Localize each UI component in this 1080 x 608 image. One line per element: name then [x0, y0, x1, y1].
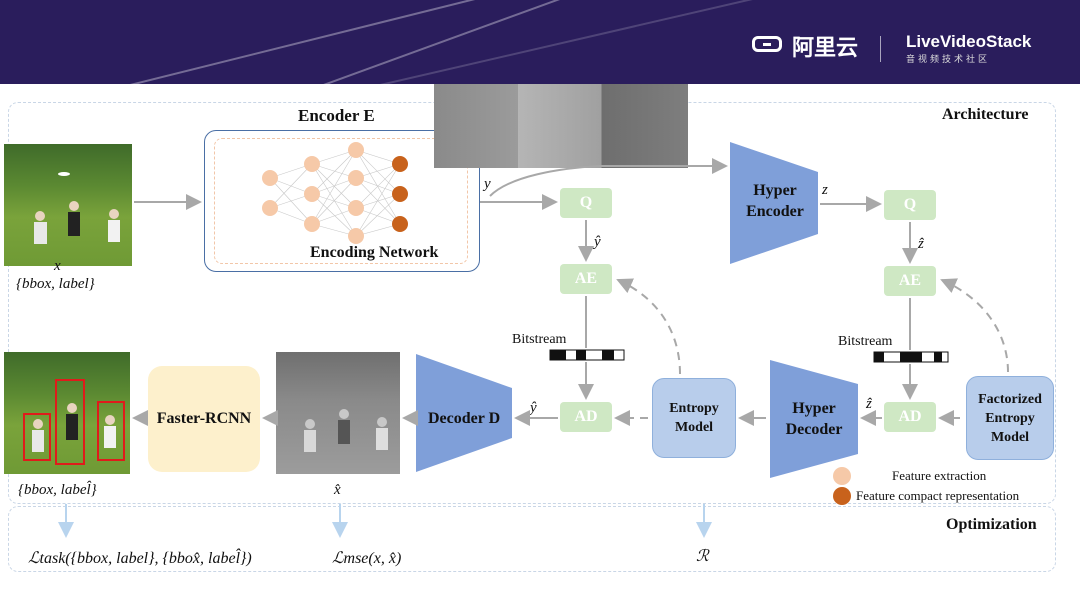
- quantizer-2: Q: [884, 190, 936, 220]
- encoding-network-box: [214, 138, 468, 264]
- z-hat-label-1: ẑ: [918, 236, 924, 252]
- arithmetic-encoder-1: AE: [560, 264, 612, 294]
- y-label: y: [484, 176, 491, 192]
- flow-arrows: [58, 158, 1009, 538]
- encoder-box: [204, 130, 480, 272]
- brand-separator: [880, 36, 881, 62]
- input-x: x: [54, 258, 61, 274]
- bitstream-1: [549, 349, 625, 361]
- z-label: z: [822, 182, 828, 198]
- loss-mse: ℒmse(x, x̂): [332, 550, 402, 567]
- y-hat-label-1: ŷ: [594, 234, 601, 250]
- architecture-label: Architecture: [942, 106, 1029, 123]
- diagram-shapes: [416, 142, 858, 478]
- diagram-area: Architecture Optimization x {bbox, label…: [0, 84, 1080, 608]
- input-image: [4, 144, 132, 266]
- quantizer-1: Q: [560, 188, 612, 218]
- decoder-label: Decoder D: [428, 410, 501, 427]
- arithmetic-encoder-2: AE: [884, 266, 936, 296]
- encoder-title: Encoder E: [298, 106, 375, 125]
- optimization-region: [8, 506, 1056, 572]
- factorized-entropy-model: Factorized Entropy Model: [966, 376, 1054, 460]
- bitstream-label-1: Bitstream: [512, 332, 567, 347]
- reconstructed-image: [276, 352, 400, 474]
- pred-gt: {bbox, label̂}: [18, 482, 97, 498]
- loss-task: ℒtask({bbox, label}, {bbox̂, label̂}): [28, 550, 252, 567]
- legend-markers: [833, 467, 851, 505]
- hyper-decoder-label: Hyper Decoder: [785, 400, 843, 438]
- encoding-network-graph: [262, 142, 408, 244]
- legend-feature-extraction-marker: [833, 467, 851, 485]
- legend-compact-marker: [833, 487, 851, 505]
- decoder-shape: [416, 354, 512, 472]
- feature-maps: [434, 84, 688, 168]
- bitstream-2: [873, 351, 949, 363]
- encoding-network-label: Encoding Network: [310, 244, 439, 261]
- brand-livevideostack: LiveVideoStack: [906, 32, 1032, 51]
- header-band: 阿里云 LiveVideoStack 音视频技术社区: [0, 0, 1080, 84]
- arithmetic-decoder-1: AD: [560, 402, 612, 432]
- hyper-decoder-shape: [770, 360, 858, 478]
- input-gt: {bbox, label}: [16, 276, 95, 292]
- brand-aliyun: 阿里云: [792, 36, 859, 61]
- faster-rcnn-block: Faster-RCNN: [148, 366, 260, 472]
- hyper-encoder-label: Hyper Encoder: [746, 182, 804, 220]
- aliyun-logo-icon: [752, 36, 782, 52]
- x-hat-label: x̂: [334, 482, 341, 498]
- legend-feature-extraction: Feature extraction: [892, 468, 987, 483]
- y-hat-label-2: ŷ: [530, 400, 537, 416]
- entropy-model: Entropy Model: [652, 378, 736, 458]
- bitstream-label-2: Bitstream: [838, 334, 893, 349]
- arithmetic-decoder-2: AD: [884, 402, 936, 432]
- optimization-label: Optimization: [946, 516, 1037, 533]
- rate-term: ℛ: [696, 548, 709, 565]
- z-hat-label-2: ẑ: [866, 396, 872, 412]
- detection-output-image: [4, 352, 130, 474]
- legend-compact-representation: Feature compact representation: [856, 488, 1020, 503]
- brand-livevideostack-sub: 音视频技术社区: [906, 54, 991, 64]
- bitstreams: [549, 349, 949, 363]
- hyper-encoder-shape: [730, 142, 818, 264]
